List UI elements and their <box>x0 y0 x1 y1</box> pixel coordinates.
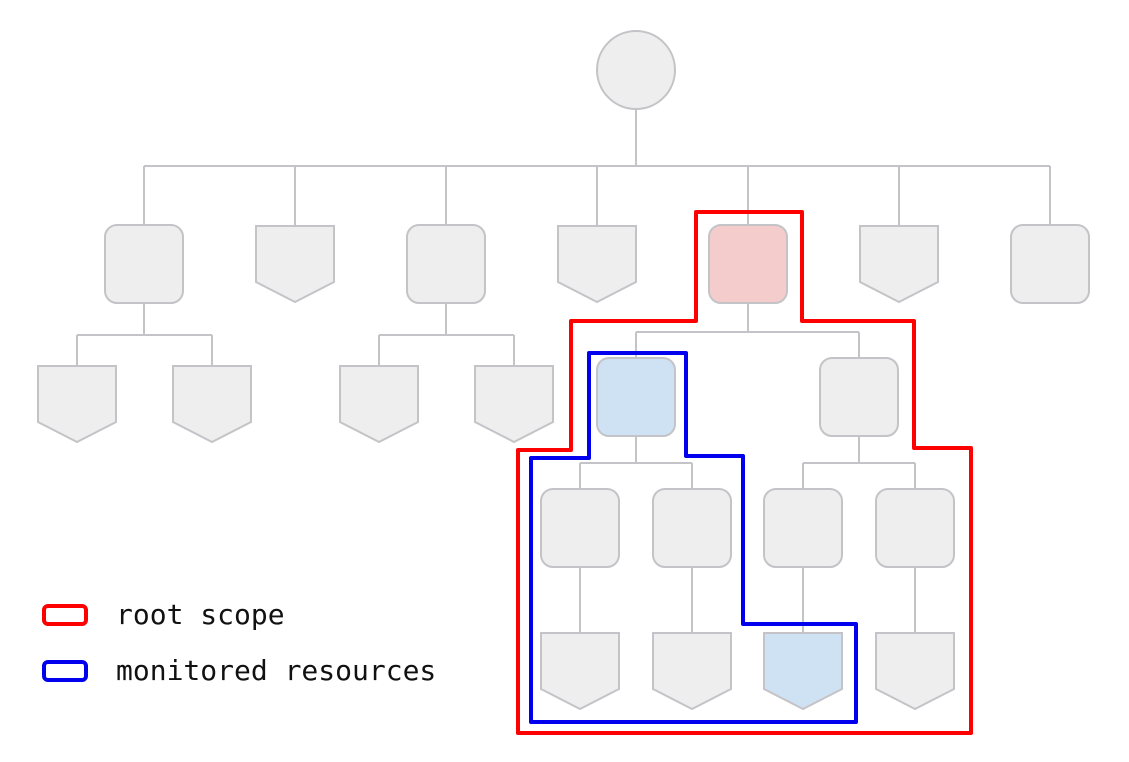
node-n5a2r-resource <box>652 632 732 711</box>
node-n5a-folder <box>596 357 676 437</box>
node-n5a2-folder <box>652 488 732 568</box>
node-n3-folder <box>406 224 486 304</box>
node-n1a-resource <box>37 365 117 444</box>
root-scope-outline <box>516 210 973 735</box>
node-n5b1r-resource <box>763 632 843 711</box>
node-n5a1r-resource <box>540 632 620 711</box>
node-n5b1-folder <box>763 488 843 568</box>
node-n1b-resource <box>172 365 252 444</box>
legend-root-scope-label: root scope <box>116 598 285 631</box>
node-n5b-folder <box>819 357 899 437</box>
legend-root-scope: root scope <box>42 598 285 631</box>
node-n6-resource <box>859 225 939 304</box>
legend-monitored-label: monitored resources <box>116 654 437 687</box>
node-n1-folder <box>104 224 184 304</box>
node-n5a1-folder <box>540 488 620 568</box>
node-n5b2-folder <box>875 488 955 568</box>
node-n2-resource <box>255 225 335 304</box>
legend-monitored-swatch <box>42 659 88 682</box>
node-n3b-resource <box>474 365 554 444</box>
node-n5-folder <box>708 224 788 304</box>
legend-root-scope-swatch <box>42 603 88 626</box>
node-n5b2r-resource <box>875 632 955 711</box>
node-root-circle <box>596 30 676 110</box>
monitored-outline <box>529 351 858 724</box>
node-n3a-resource <box>339 365 419 444</box>
legend-monitored: monitored resources <box>42 654 436 687</box>
node-n4-resource <box>557 225 637 304</box>
node-n7-folder <box>1010 224 1090 304</box>
